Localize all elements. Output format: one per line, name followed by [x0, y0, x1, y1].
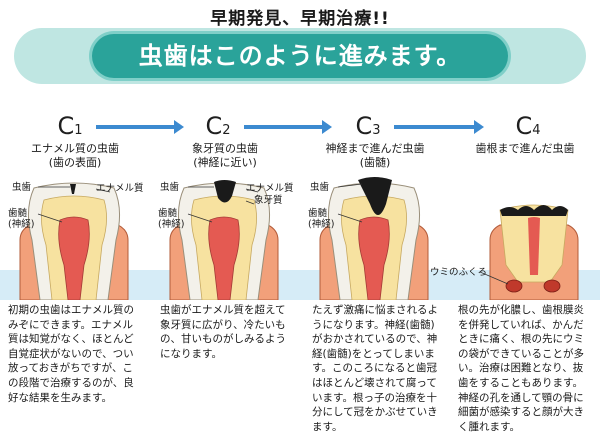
- stage-code-c4: C4: [515, 112, 541, 140]
- stage-title-c2: 象牙質の虫歯(神経に近い): [192, 142, 258, 169]
- stage-title-c4: 歯根まで進んだ虫歯: [475, 142, 575, 155]
- stage-code-c1: C1: [57, 112, 83, 140]
- stage-title-c3: 神経まで進んだ虫歯(歯髄): [325, 142, 425, 169]
- label-pus-sac: ウミのふくろ: [430, 267, 488, 278]
- label-enamel: エナメル質: [246, 183, 294, 194]
- tooth-c2: [169, 180, 279, 300]
- label-enamel: エナメル質: [96, 183, 144, 194]
- label-nerve: (神経): [8, 219, 35, 230]
- tooth-illustrations: [19, 177, 579, 300]
- label-nerve: (神経): [158, 219, 185, 230]
- description-c3: たえず激痛に悩まされるようになります。神経(歯髄)がおかされているので、神経(歯…: [312, 304, 438, 433]
- tooth-c1: [19, 182, 129, 300]
- label-pulp: 歯髄: [158, 208, 178, 219]
- stage-code-c2: C2: [205, 112, 231, 140]
- label-dentin: 象牙質: [254, 195, 283, 206]
- page-title: 虫歯はこのように進みます。: [92, 34, 508, 78]
- tooth-c4: [489, 204, 579, 300]
- description-c2: 虫歯がエナメル質を超えて象牙質に広がり、冷たいもの、甘いものがしみるようになりま…: [160, 304, 286, 360]
- arrow-icon: [96, 120, 184, 134]
- arrow-icon: [394, 120, 484, 134]
- subtitle: 早期発見、早期治療!!: [210, 9, 390, 29]
- label-pulp: 歯髄: [308, 208, 328, 219]
- tooth-c3: [319, 177, 429, 300]
- description-c1: 初期の虫歯はエナメル質のみぞにできます。エナメル質は知覚がなく、ほとんど自覚症状…: [8, 304, 134, 404]
- label-nerve: (神経): [308, 219, 335, 230]
- stage-title-c1: エナメル質の虫歯(歯の表面): [31, 142, 119, 169]
- label-caries: 虫歯: [310, 182, 330, 193]
- label-pulp: 歯髄: [8, 208, 28, 219]
- description-c4: 根の先が化膿し、歯根膜炎を併発していれば、かんだときに痛く、根の先にウミの袋がで…: [458, 304, 584, 433]
- arrow-icon: [244, 120, 332, 134]
- label-caries: 虫歯: [160, 182, 180, 193]
- stage-code-c3: C3: [355, 112, 381, 140]
- label-caries: 虫歯: [12, 182, 32, 193]
